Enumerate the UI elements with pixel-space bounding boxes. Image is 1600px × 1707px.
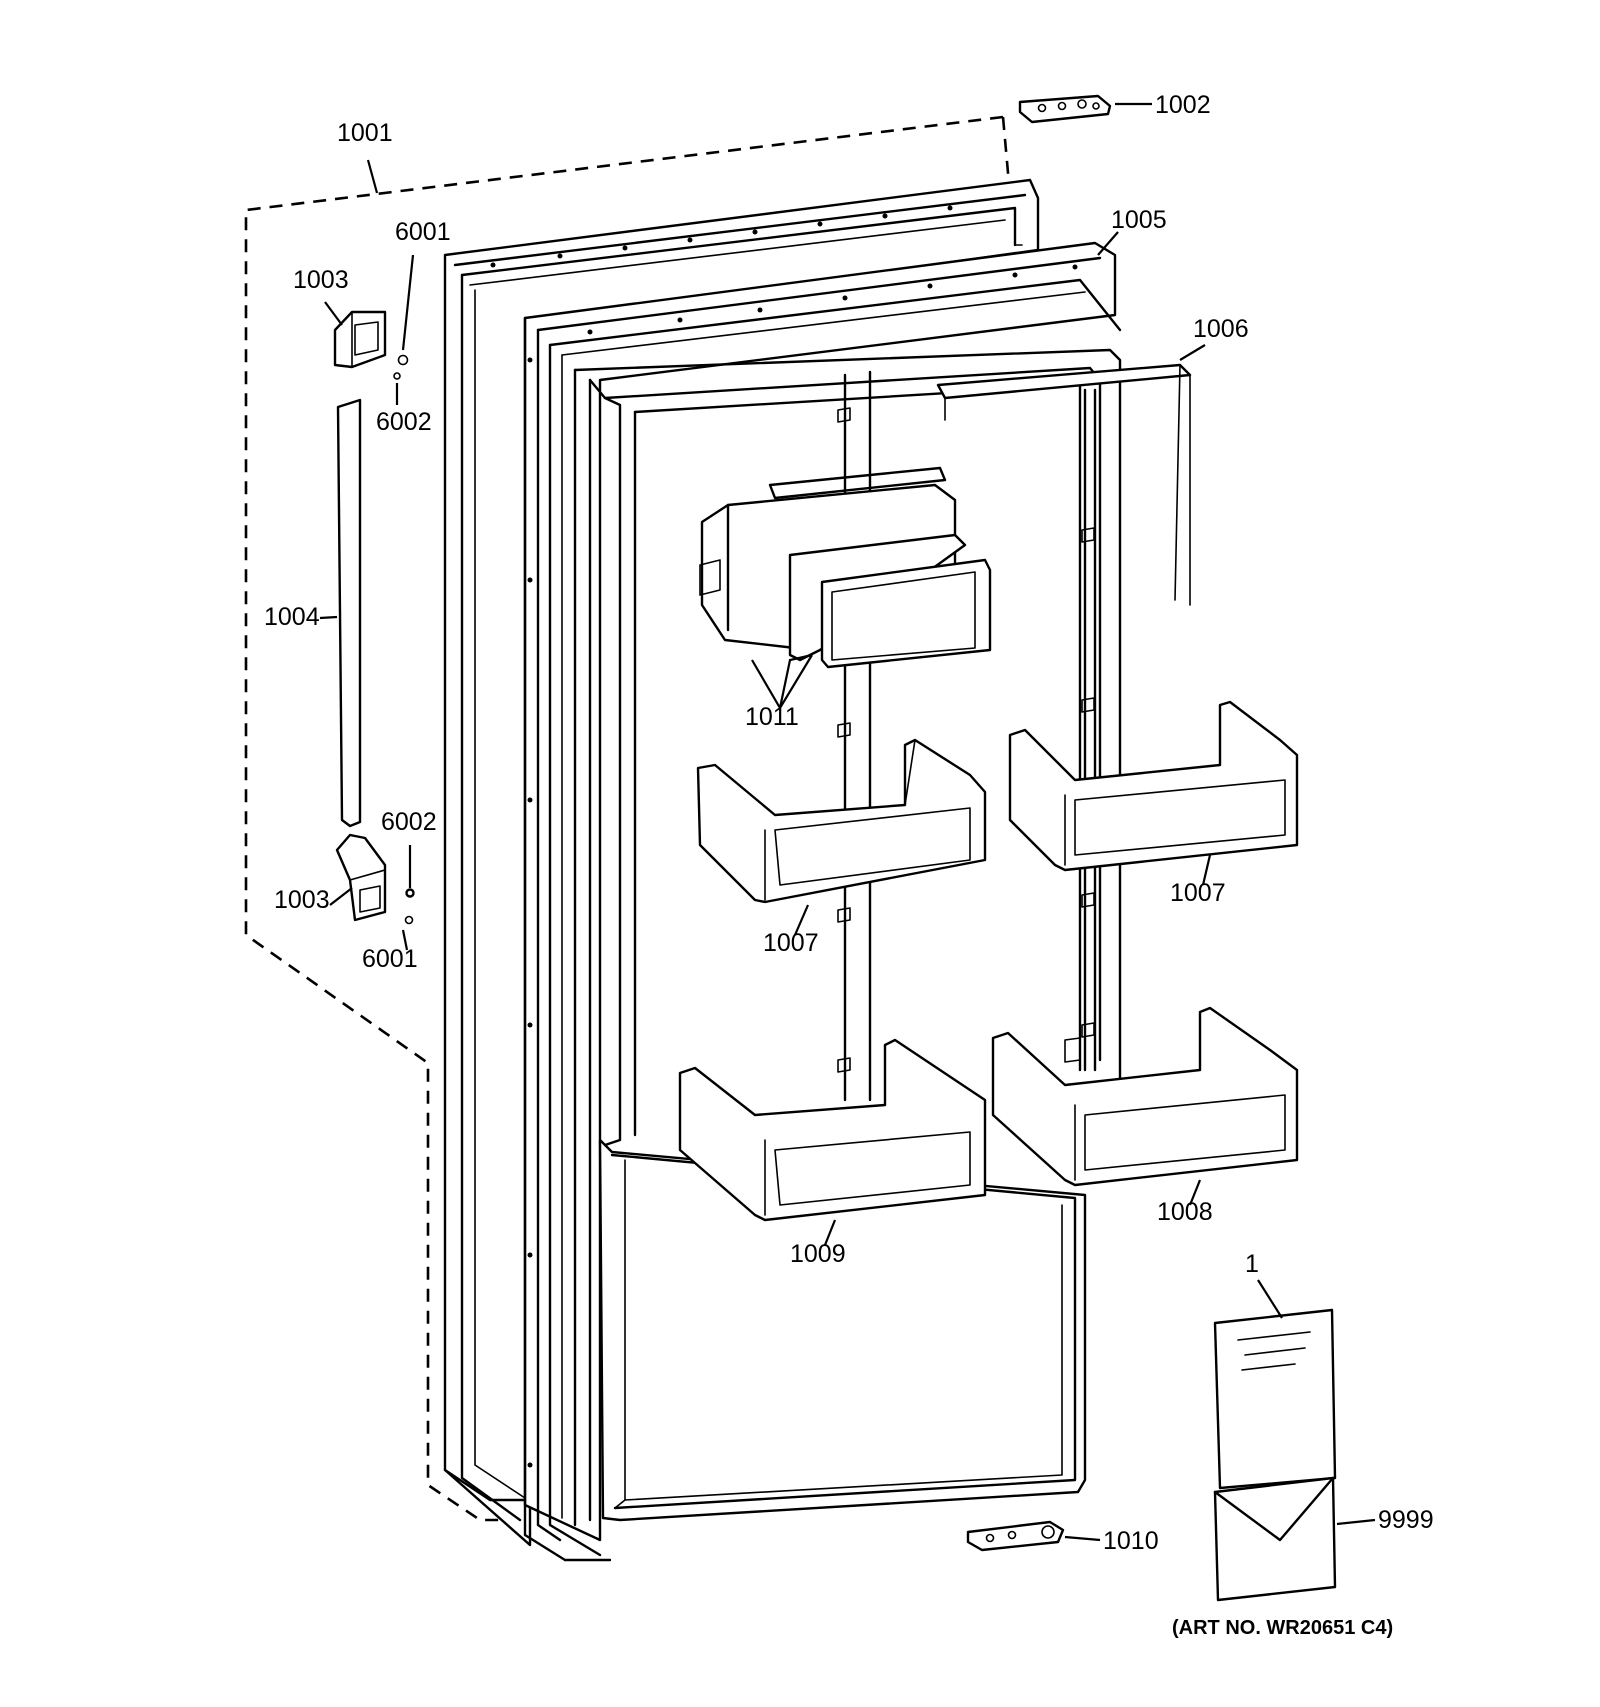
label-6001-bottom: 6001 [362,945,418,973]
bottom-hinge-part [966,1520,1065,1552]
door-bin-upper-left [696,738,987,904]
owners-manual [1213,1308,1337,1490]
leader-lines [319,102,1376,1542]
label-6002-bottom: 6002 [381,808,437,836]
label-1001: 1001 [337,119,393,147]
label-1005: 1005 [1111,206,1167,234]
label-1: 1 [1245,1250,1259,1278]
label-1010: 1010 [1103,1527,1159,1555]
screw-holes [490,205,1078,1468]
label-1006: 1006 [1193,315,1249,343]
label-1007-right: 1007 [1170,879,1226,907]
top-rail-part [936,363,1192,606]
label-6002-top: 6002 [376,408,432,436]
liner-rails [837,370,1097,1102]
envelope [1213,1476,1337,1602]
art-number: (ART NO. WR20651 C4) [1172,1617,1393,1639]
label-9999: 9999 [1378,1506,1434,1534]
label-6001-top: 6001 [395,218,451,246]
label-1003-bottom: 1003 [274,886,330,914]
door-bin-lower-left [678,1038,987,1222]
door-bin-lower-right [991,1006,1299,1187]
handle-mount-bottom [335,833,387,922]
part-labels: 1001 1002 1003 1003 1004 1005 1006 1007 … [264,91,1434,1555]
label-1002: 1002 [1155,91,1211,119]
handle-mount-top [333,310,387,369]
screws [393,354,415,925]
label-1004: 1004 [264,603,320,631]
label-1009: 1009 [790,1240,846,1268]
filter-housing-part [699,466,992,669]
door-handle-part [336,398,362,828]
inner-door-liner [523,241,1122,1562]
label-1011: 1011 [745,703,799,731]
label-1007-left: 1007 [763,929,819,957]
top-hinge-part [1018,94,1112,124]
label-1003-top: 1003 [293,266,349,294]
door-bin-upper-right [1008,700,1299,872]
label-1008: 1008 [1157,1198,1213,1226]
